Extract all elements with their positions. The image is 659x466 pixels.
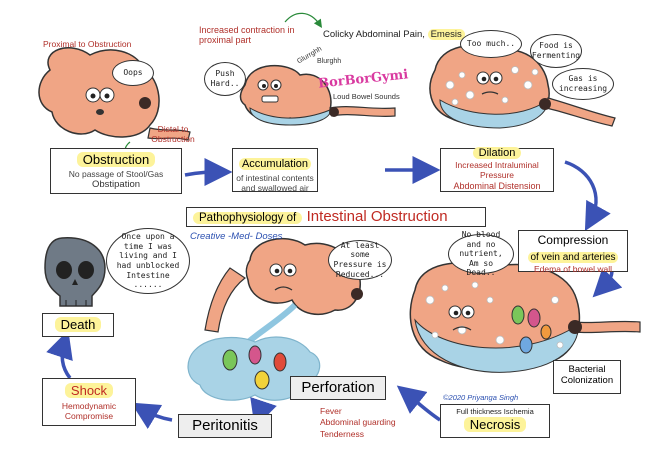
obstruction-line2: Obstipation xyxy=(91,179,141,190)
step-bacterial-colonization: Bacterial Colonization xyxy=(553,360,621,394)
shock-line1: Hemodynamic xyxy=(61,401,117,411)
bubble-gas-increasing: Gas is increasing xyxy=(552,68,614,100)
step-shock: Shock Hemodynamic Compromise xyxy=(42,378,136,426)
title-banner: Pathophysiology of Intestinal Obstructio… xyxy=(186,207,486,227)
bubble-pressure-reduced: At least some Pressure is Reduced... xyxy=(328,240,392,280)
title-prefix: Pathophysiology of xyxy=(193,212,303,224)
sign-fever: Fever xyxy=(320,406,342,416)
dilation-line1: Increased Intraluminal xyxy=(455,160,539,170)
bubble-death-story: Once upon a time I was living and I had … xyxy=(106,228,190,294)
step-accumulation: Accumulation of intestinal contents and … xyxy=(232,148,318,193)
credit-label: Creative -Med- Doses xyxy=(190,231,283,242)
compression-title2: of vein and arteries xyxy=(528,252,618,263)
dilation-title: Dilation xyxy=(472,147,522,159)
compression-line1: Edema of bowel wall xyxy=(534,264,612,274)
dilation-line3: Abdominal Distension xyxy=(453,180,541,191)
step-compression: Compression of vein and arteries Edema o… xyxy=(518,230,628,274)
bubble-push-hard: Push Hard.. xyxy=(204,62,246,96)
step-peritonitis: Peritonitis xyxy=(178,414,272,438)
bubble-too-much: Too much.. xyxy=(460,30,522,58)
accumulation-line1: of intestinal contents xyxy=(236,173,314,183)
obstruction-line1: No passage of Stool/Gas xyxy=(68,169,164,179)
necrosis-sub: Full thickness Ischemia xyxy=(456,407,534,416)
dilation-line2: Pressure xyxy=(479,169,514,180)
distal-label: Distal to Obstruction xyxy=(151,124,195,144)
necrosis-title: Necrosis xyxy=(463,417,527,432)
accumulation-line2: and swallowed air xyxy=(241,182,309,193)
proximal-label: Proximal to Obstruction xyxy=(43,39,132,49)
loud-bowel-sounds-label: Loud Bowel Sounds xyxy=(333,92,400,101)
increased-contraction-label: Increased contraction in proximal part xyxy=(199,25,295,46)
flow-arrows xyxy=(46,156,623,430)
skull-icon xyxy=(44,237,106,307)
step-perforation: Perforation xyxy=(290,376,386,400)
sign-guarding: Abdominal guarding xyxy=(320,417,396,428)
emesis-text: Emesis xyxy=(427,29,465,40)
intestine-dilation xyxy=(429,45,616,129)
step-death: Death xyxy=(42,313,114,337)
shock-line2: Compromise xyxy=(64,410,114,421)
step-necrosis: Full thickness Ischemia Necrosis xyxy=(440,404,550,438)
intestine-accumulation xyxy=(239,12,396,126)
intestine-necrosis xyxy=(409,262,641,373)
step-dilation: Dilation Increased Intraluminal Pressure… xyxy=(440,147,554,192)
bubble-no-nutrient: No blood and no nutrient, Am so Dead.. xyxy=(448,230,514,277)
accumulation-title: Accumulation xyxy=(238,158,312,170)
step-obstruction: Obstruction No passage of Stool/Gas Obst… xyxy=(50,148,182,194)
obstruction-title: Obstruction xyxy=(76,152,156,167)
perforation-signs: Fever Abdominal guarding Tenderness xyxy=(320,406,396,440)
death-title: Death xyxy=(54,317,102,332)
copyright-label: ©2020 Priyanga Singh xyxy=(443,393,519,402)
bubble-oops: Oops xyxy=(112,60,154,86)
title-main: Intestinal Obstruction xyxy=(306,208,448,225)
sign-tenderness: Tenderness xyxy=(320,428,364,439)
colicky-pain-label: Colicky Abdominal Pain, Emesis xyxy=(323,29,465,40)
peritoneal-fluid xyxy=(187,336,321,401)
compression-title1: Compression xyxy=(537,233,609,247)
bubble-food-fermenting: Food is Fermenting xyxy=(530,34,582,68)
shock-title: Shock xyxy=(64,383,114,398)
gurgle-label-2: Blurghh xyxy=(317,58,342,65)
colicky-text: Colicky Abdominal Pain xyxy=(323,29,423,40)
